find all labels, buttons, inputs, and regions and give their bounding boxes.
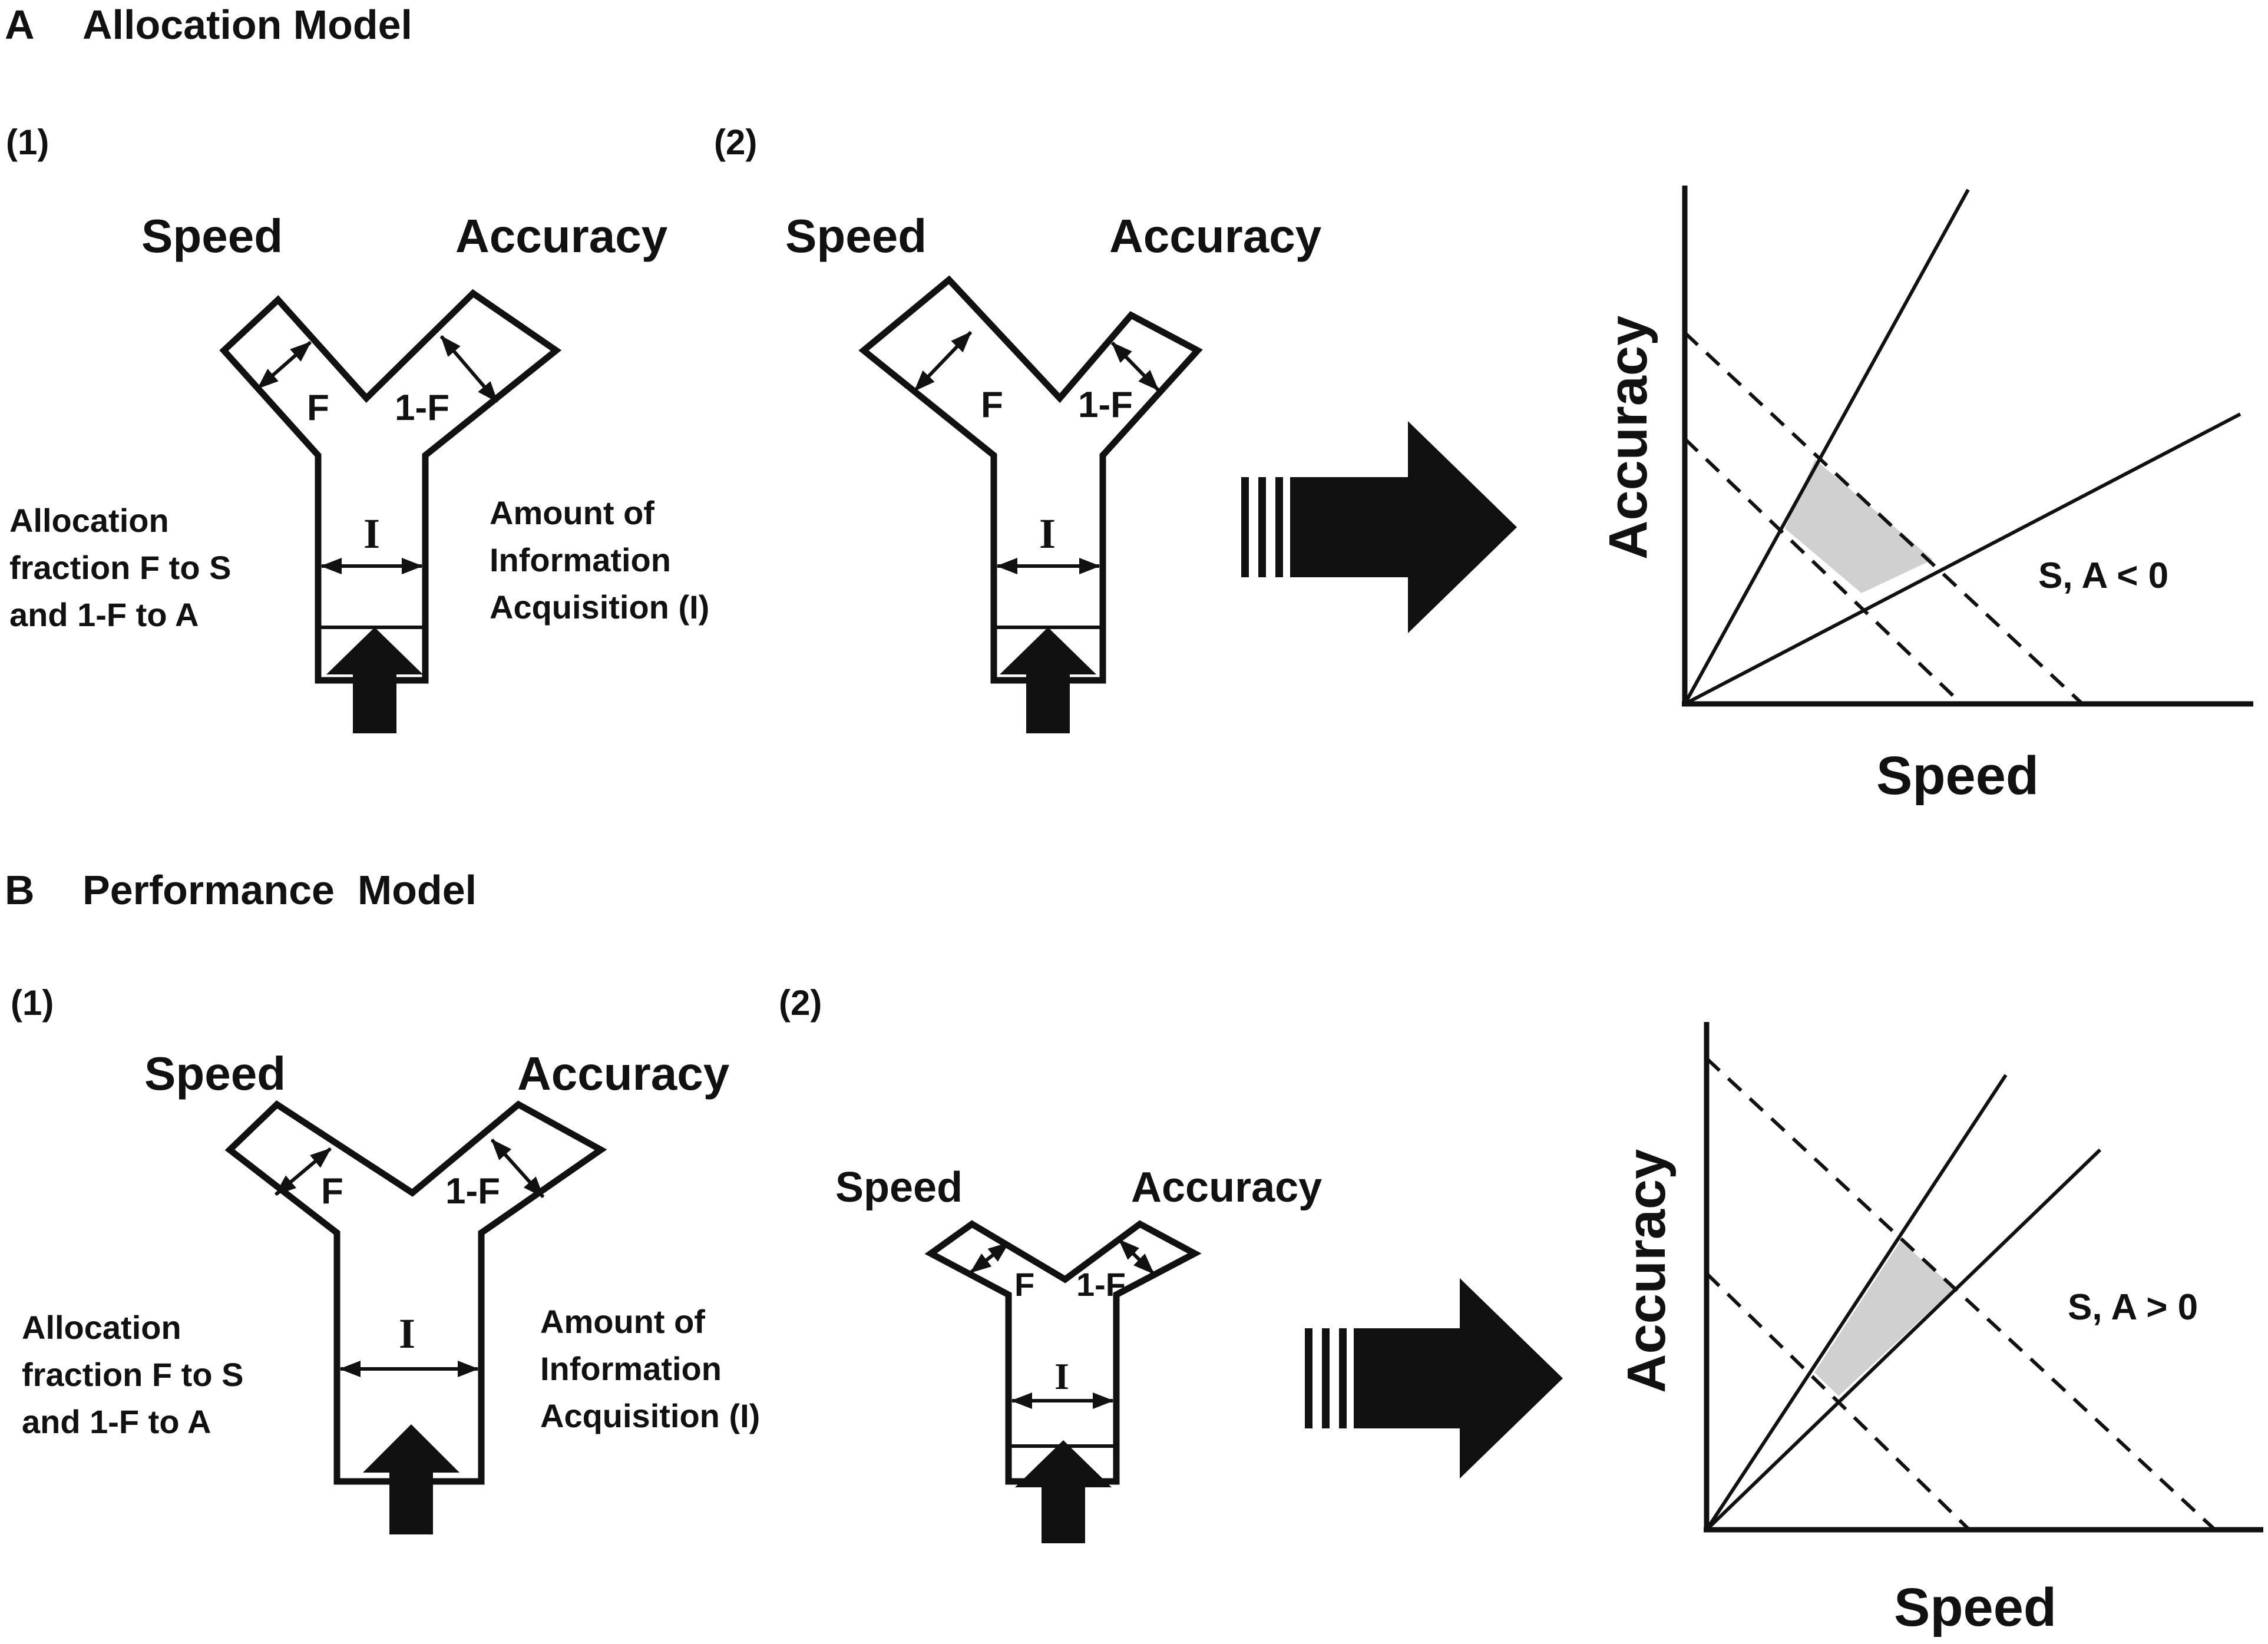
graph-y-label: Accuracy — [1616, 1149, 1677, 1393]
panel-a2-y-diagram: Speed Accuracy F 1-F I — [785, 210, 1322, 733]
input-arrow — [1000, 627, 1096, 733]
panel-b-graph: Speed Accuracy S, A > 0 — [1616, 1022, 2263, 1638]
speed-label: Speed — [141, 210, 283, 262]
panel-b: B Performance Model (1) (2) Speed Accura… — [5, 867, 2263, 1638]
graph-x-label: Speed — [1876, 746, 2039, 806]
panel-b-letter: B — [5, 867, 35, 913]
transition-arrow — [1241, 421, 1517, 633]
y-channel — [219, 289, 562, 684]
shallow-ray — [1705, 1148, 2102, 1531]
one-minus-f-label: 1-F — [395, 388, 449, 428]
speed-label: Speed — [144, 1047, 286, 1100]
panel-b-title: Performance Model — [82, 867, 477, 913]
info-i-label: I — [1039, 510, 1056, 557]
f-width-arrow — [970, 1241, 1010, 1274]
left-note-line-3: and 1-F to A — [22, 1403, 211, 1440]
left-note-line-2: fraction F to S — [9, 549, 231, 586]
input-arrow — [363, 1424, 459, 1534]
f-label: F — [307, 388, 329, 428]
inner-iso-line — [1683, 437, 1963, 706]
panel-b-sub2: (2) — [779, 983, 822, 1023]
y-channel — [924, 1220, 1202, 1485]
f-label: F — [981, 385, 1003, 425]
info-i-label: I — [1054, 1355, 1069, 1397]
f-width-arrow — [257, 340, 312, 390]
graph-note: S, A > 0 — [2068, 1287, 2198, 1328]
one-minus-f-width-arrow — [1118, 1238, 1155, 1275]
steep-ray — [1683, 188, 1970, 705]
shaded-region — [1814, 1241, 1955, 1396]
shallow-ray — [1684, 412, 2241, 706]
panel-b1-y-diagram: Speed Accuracy F 1-F I Allocation fracti… — [22, 1047, 760, 1534]
panel-a-sub2: (2) — [714, 123, 757, 162]
accuracy-label: Accuracy — [1131, 1164, 1322, 1211]
right-note-line-3: Acquisition (I) — [540, 1397, 760, 1434]
accuracy-label: Accuracy — [517, 1047, 730, 1100]
one-minus-f-width-arrow — [490, 1138, 545, 1199]
right-note-line-2: Information — [540, 1350, 722, 1387]
right-note-line-3: Acquisition (I) — [490, 588, 709, 626]
steep-ray — [1705, 1074, 2008, 1531]
shaded-region — [1785, 459, 1933, 593]
outer-iso-line — [1683, 331, 2084, 706]
one-minus-f-width-arrow — [1110, 341, 1160, 392]
graph-x-label: Speed — [1894, 1577, 2057, 1638]
graph-y-label: Accuracy — [1598, 316, 1658, 560]
one-minus-f-label: 1-F — [445, 1171, 500, 1212]
panel-a-graph: Speed Accuracy S, A < 0 — [1598, 186, 2253, 806]
panel-b2-y-diagram: Speed Accuracy F 1-F I — [835, 1164, 1322, 1543]
y-channel — [858, 275, 1203, 684]
transition-arrow — [1305, 1278, 1563, 1478]
one-minus-f-label: 1-F — [1076, 1266, 1126, 1303]
one-minus-f-width-arrow — [439, 335, 499, 403]
right-note-line-1: Amount of — [540, 1303, 705, 1340]
panel-a: A Allocation Model (1) (2) Speed Accurac… — [5, 2, 2253, 806]
f-label: F — [321, 1171, 343, 1212]
f-width-arrow — [275, 1147, 332, 1196]
right-note-line-1: Amount of — [490, 494, 654, 531]
one-minus-f-label: 1-F — [1078, 385, 1133, 425]
graph-note: S, A < 0 — [2038, 555, 2168, 596]
left-note-line-3: and 1-F to A — [9, 596, 199, 633]
info-i-label: I — [399, 1310, 415, 1357]
inner-iso-line — [1705, 1272, 1971, 1531]
input-arrow — [1015, 1440, 1112, 1543]
panel-a1-y-diagram: Speed Accuracy F 1-F I Allocation fracti… — [9, 210, 709, 733]
input-arrow — [326, 627, 423, 733]
panel-a-letter: A — [5, 2, 35, 48]
speed-label: Speed — [785, 210, 927, 262]
accuracy-label: Accuracy — [455, 210, 668, 262]
panel-a-sub1: (1) — [6, 123, 49, 162]
right-note-line-2: Information — [490, 541, 671, 578]
info-i-label: I — [363, 510, 380, 557]
panel-a-title: Allocation Model — [82, 2, 412, 48]
left-note-line-1: Allocation — [22, 1309, 181, 1346]
left-note-line-2: fraction F to S — [22, 1356, 243, 1393]
left-note-line-1: Allocation — [9, 502, 169, 539]
speed-label: Speed — [835, 1164, 963, 1211]
f-label: F — [1014, 1266, 1034, 1303]
f-width-arrow — [913, 330, 973, 392]
panel-b-sub1: (1) — [11, 983, 54, 1023]
accuracy-label: Accuracy — [1109, 210, 1322, 262]
